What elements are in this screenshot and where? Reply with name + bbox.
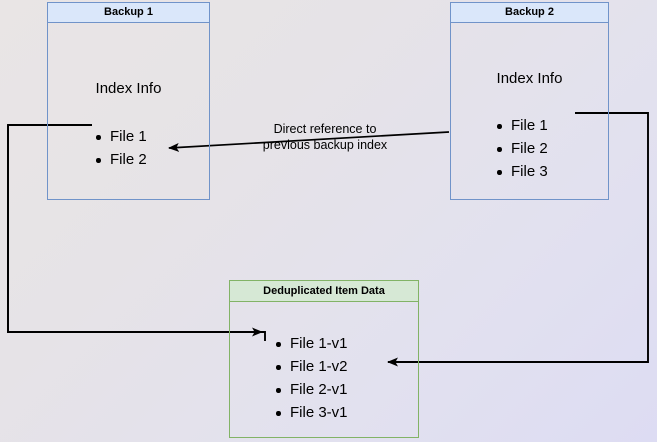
edge-backup2-to-backup1 xyxy=(168,131,450,152)
list-item: File 2 xyxy=(495,137,548,160)
list-item: File 1-v2 xyxy=(274,355,348,378)
node-deduplicated-item-data-body: File 1-v1 File 1-v2 File 2-v1 File 3-v1 xyxy=(230,302,418,437)
edge-label-line-2: previous backup index xyxy=(262,138,388,152)
list-item: File 1 xyxy=(495,114,548,137)
list-item: File 1 xyxy=(94,125,147,148)
node-backup-1-header: Backup 1 xyxy=(48,3,209,23)
node-backup-1-body: Index Info File 1 File 2 xyxy=(48,23,209,199)
list-item: File 2 xyxy=(94,148,147,171)
node-backup-1-file-list: File 1 File 2 xyxy=(94,125,147,171)
list-item: File 3-v1 xyxy=(274,401,348,424)
node-backup-2[interactable]: Backup 2 Index Info File 1 File 2 File 3 xyxy=(450,2,609,200)
node-backup-2-index-info-label: Index Info xyxy=(496,70,563,87)
node-backup-1[interactable]: Backup 1 Index Info File 1 File 2 xyxy=(47,2,210,200)
node-deduplicated-file-list: File 1-v1 File 1-v2 File 2-v1 File 3-v1 xyxy=(274,332,348,424)
edge-label-direct-reference: Direct reference to previous backup inde… xyxy=(245,121,405,153)
node-backup-2-file-list: File 1 File 2 File 3 xyxy=(495,114,548,183)
node-backup-1-index-info-label: Index Info xyxy=(95,80,162,97)
list-item: File 3 xyxy=(495,160,548,183)
node-deduplicated-item-data[interactable]: Deduplicated Item Data File 1-v1 File 1-… xyxy=(229,280,419,438)
node-backup-2-header: Backup 2 xyxy=(451,3,608,23)
list-item: File 2-v1 xyxy=(274,378,348,401)
edge-backup1-to-dedup xyxy=(7,124,266,341)
edge-backup2-to-dedup xyxy=(387,112,649,367)
list-item: File 1-v1 xyxy=(274,332,348,355)
node-deduplicated-item-data-header: Deduplicated Item Data xyxy=(230,281,418,302)
node-backup-2-body: Index Info File 1 File 2 File 3 xyxy=(451,23,608,199)
edge-label-line-1: Direct reference to xyxy=(273,122,377,136)
